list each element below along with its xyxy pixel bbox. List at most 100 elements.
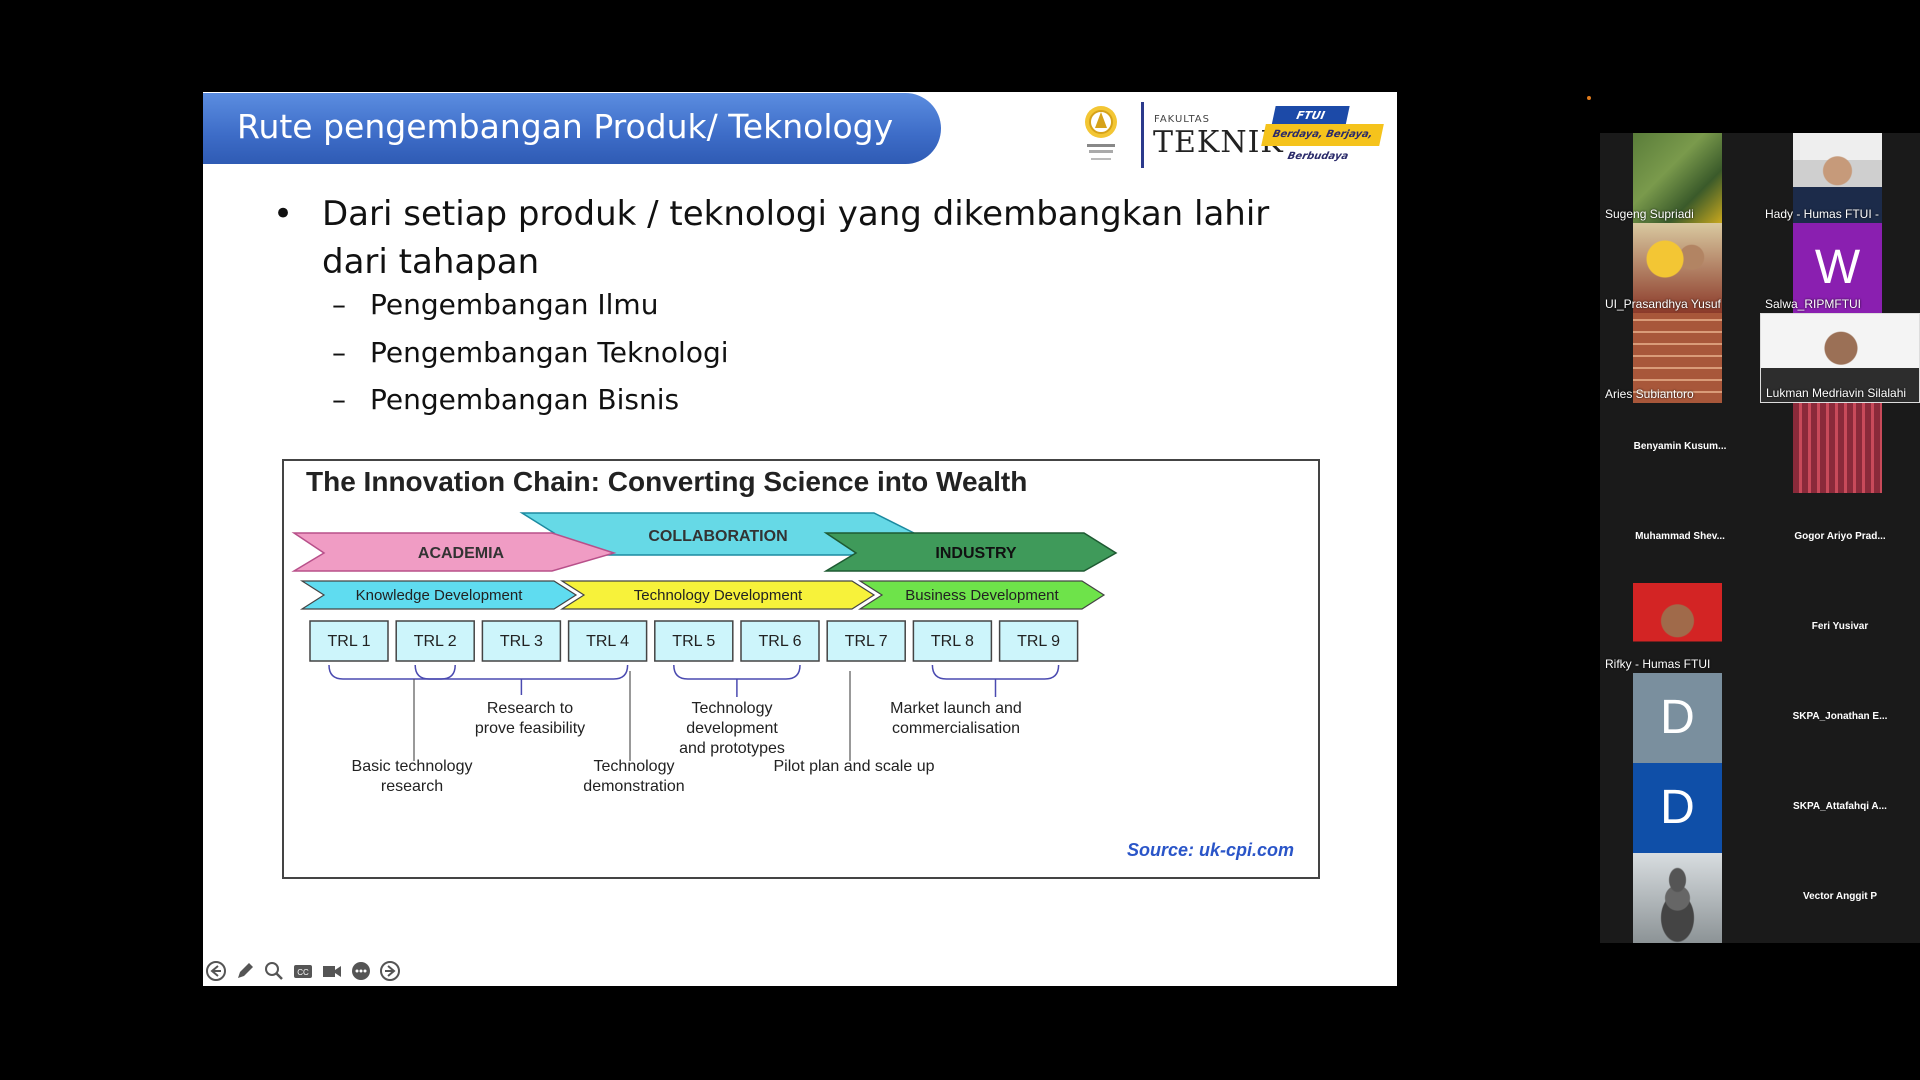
logo-divider xyxy=(1141,102,1144,168)
participant-name: SKPA_Jonathan E... xyxy=(1792,711,1888,722)
arrow-industry xyxy=(823,532,1118,572)
participant-video xyxy=(1633,313,1722,403)
diagram-canvas: The Innovation Chain: Converting Science… xyxy=(291,466,1294,860)
annotation-demonstration: Technology xyxy=(594,758,675,775)
label-academia: ACADEMIA xyxy=(418,545,505,562)
annotation-feasibility: prove feasibility xyxy=(475,720,585,737)
participant-tile[interactable]: SKPA_Jonathan E... xyxy=(1760,673,1920,763)
annotation-basic-research: research xyxy=(381,778,443,795)
presentation-slide: Rute pengembangan Produk/ Teknology FAKU… xyxy=(203,92,1397,986)
participant-tile[interactable]: Rifky - Humas FTUI xyxy=(1600,583,1760,673)
participant-tile[interactable] xyxy=(1760,403,1920,493)
participant-video xyxy=(1761,314,1919,402)
prev-arrow-icon[interactable] xyxy=(205,960,227,982)
participant-name: Salwa_RIPMFTUI xyxy=(1765,297,1862,311)
participant-video xyxy=(1633,223,1722,313)
bracket-line xyxy=(328,664,456,680)
title-banner: Rute pengembangan Produk/ Teknology xyxy=(203,93,941,164)
annotation-market: commercialisation xyxy=(892,720,1020,737)
participant-tile[interactable]: Feri Yusivar xyxy=(1760,583,1920,673)
sub-bullet-text: Pengembangan Bisnis xyxy=(370,383,680,416)
participant-avatar: D xyxy=(1633,673,1722,763)
trl-box xyxy=(654,620,734,662)
trl-box xyxy=(826,620,906,662)
ftui-unggul-badge: FTUI UNGGUL Berdaya, Berjaya, Berbudaya xyxy=(1260,106,1387,162)
annotation-prototypes: Technology xyxy=(692,700,773,717)
participant-name: Benyamin Kusum... xyxy=(1633,441,1727,452)
label-collaboration: COLLABORATION xyxy=(648,528,787,545)
trl-box xyxy=(395,620,475,662)
zoom-icon[interactable] xyxy=(263,960,285,982)
arrow-academia xyxy=(291,532,617,572)
badge-bottom-label: Berdaya, Berjaya, Berbudaya xyxy=(1261,124,1384,162)
arrow-development xyxy=(857,580,1106,610)
trl-box xyxy=(912,620,993,662)
annotation-basic-research: Basic technology xyxy=(352,758,473,775)
participant-name: Lukman Medriavin Silalahi xyxy=(1766,386,1907,400)
participant-name: Rifky - Humas FTUI xyxy=(1605,657,1711,671)
annotation-pilot: Pilot plan and scale up xyxy=(774,758,935,775)
svg-text:CC: CC xyxy=(297,968,309,977)
annotation-prototypes: development xyxy=(686,720,778,737)
participant-tile[interactable]: UI_Prasandhya Yusuf xyxy=(1600,223,1760,313)
status-dot xyxy=(1587,96,1591,100)
participant-video xyxy=(1633,133,1722,223)
participant-tile[interactable]: D xyxy=(1600,763,1760,853)
label-development: Business Development xyxy=(905,587,1059,604)
trl-label: TRL 1 xyxy=(328,633,371,650)
trl-box xyxy=(567,620,648,662)
participant-name: Feri Yusivar xyxy=(1811,621,1869,632)
trl-label: TRL 4 xyxy=(586,633,629,650)
pen-icon[interactable] xyxy=(234,960,256,982)
video-icon[interactable] xyxy=(321,960,343,982)
annotation-feasibility: Research to xyxy=(487,700,573,717)
sub-bullet: –Pengembangan Bisnis xyxy=(332,383,680,416)
badge-top-label: FTUI UNGGUL xyxy=(1271,106,1350,142)
participant-tile[interactable]: D xyxy=(1600,673,1760,763)
participant-name: Aries Subiantoro xyxy=(1605,387,1694,401)
participant-tile[interactable]: Aries Subiantoro xyxy=(1600,313,1760,403)
captions-icon[interactable]: CC xyxy=(292,960,314,982)
trl-box xyxy=(740,620,820,662)
slide-toolbar: CC xyxy=(203,960,443,984)
participant-name: UI_Prasandhya Yusuf xyxy=(1605,297,1721,311)
participant-name: Gogor Ariyo Prad... xyxy=(1794,531,1886,542)
participant-name: Muhammad Shev... xyxy=(1635,531,1725,542)
faculty-logo: FAKULTAS TEKNIK FTUI UNGGUL Berdaya, Ber… xyxy=(1079,98,1395,170)
diagram-source: Source: uk-cpi.com xyxy=(1127,840,1294,860)
participant-gallery: Sugeng Supriadi Hady - Humas FTUI - UI_Pra… xyxy=(1600,133,1920,943)
annotation-market: Market launch and xyxy=(890,700,1022,717)
participant-tile[interactable]: Lukman Medriavin Silalahi xyxy=(1760,313,1920,403)
trl-label: TRL 7 xyxy=(845,633,888,650)
participant-tile[interactable]: Hady - Humas FTUI - xyxy=(1760,133,1920,223)
participant-tile[interactable]: Muhammad Shev... xyxy=(1600,493,1760,583)
trl-label: TRL 3 xyxy=(500,633,543,650)
trl-label: TRL 8 xyxy=(931,633,974,650)
trl-box xyxy=(481,620,562,662)
sub-bullet: –Pengembangan Teknologi xyxy=(332,336,729,369)
participant-tile[interactable] xyxy=(1600,853,1760,943)
annotation-prototypes: and prototypes xyxy=(679,740,785,757)
fakultas-label: FAKULTAS xyxy=(1154,114,1210,125)
sub-bullet-text: Pengembangan Teknologi xyxy=(370,336,729,369)
participant-name: Sugeng Supriadi xyxy=(1605,207,1694,221)
participant-video xyxy=(1793,133,1882,223)
trl-label: TRL 9 xyxy=(1017,633,1060,650)
participant-tile[interactable]: Benyamin Kusum... xyxy=(1600,403,1760,493)
participant-tile[interactable]: Sugeng Supriadi xyxy=(1600,133,1760,223)
participant-video xyxy=(1793,403,1882,493)
main-bullet-text: Dari setiap produk / teknologi yang dike… xyxy=(322,194,1270,282)
participant-video xyxy=(1633,853,1722,943)
participant-tile[interactable]: Gogor Ariyo Prad... xyxy=(1760,493,1920,583)
participant-tile[interactable]: SKPA_Attafahqi A... xyxy=(1760,763,1920,853)
trl-label: TRL 5 xyxy=(672,633,715,650)
sub-bullet-text: Pengembangan Ilmu xyxy=(370,288,659,321)
label-development: Knowledge Development xyxy=(356,587,524,604)
participant-tile[interactable]: Vector Anggit P xyxy=(1760,853,1920,943)
more-icon[interactable] xyxy=(350,960,372,982)
participant-name: Vector Anggit P xyxy=(1802,891,1878,902)
next-arrow-icon[interactable] xyxy=(379,960,401,982)
university-seal-icon xyxy=(1085,106,1117,160)
arrow-development xyxy=(299,580,578,610)
